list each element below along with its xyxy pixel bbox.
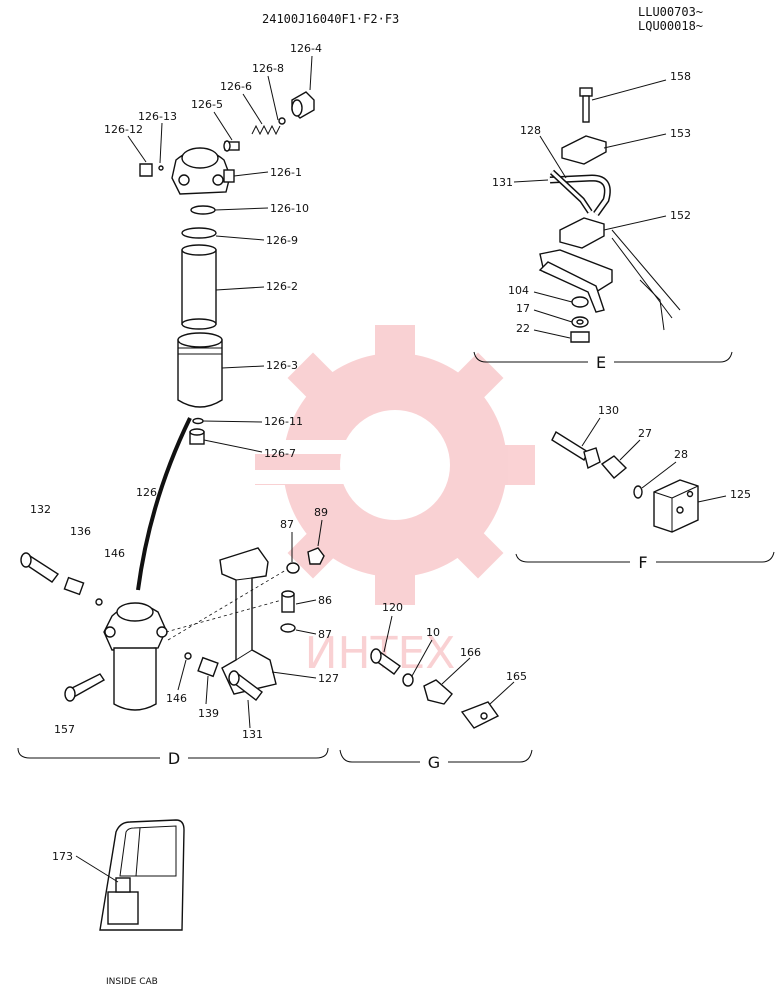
section-g-frame: G xyxy=(339,749,533,772)
section-label-g: G xyxy=(428,753,440,772)
callout-126-8: 126-8 xyxy=(252,62,284,75)
section-g-parts xyxy=(370,648,500,729)
callout-126-10: 126-10 xyxy=(270,202,309,215)
callouts-filter: 126-4 126-8 126-6 126-5 126-13 126-12 12… xyxy=(104,42,322,499)
callout-158: 158 xyxy=(670,70,691,83)
callout-131-d: 131 xyxy=(242,728,263,741)
section-d-parts xyxy=(20,547,325,711)
callouts-e: 158 128 153 131 152 104 17 22 xyxy=(492,70,691,335)
callout-166: 166 xyxy=(460,646,481,659)
leader-lines-g xyxy=(383,615,515,705)
callout-126-2: 126-2 xyxy=(266,280,298,293)
callout-126-11: 126-11 xyxy=(264,415,303,428)
callout-173: 173 xyxy=(52,850,73,863)
section-label-d: D xyxy=(168,749,180,768)
leader-lines-f xyxy=(581,417,727,503)
callout-10: 10 xyxy=(426,626,440,639)
filter-head-assembly xyxy=(139,91,315,445)
section-label-f: F xyxy=(638,553,647,572)
callout-87-upper: 87 xyxy=(280,518,294,531)
callout-17: 17 xyxy=(516,302,530,315)
callout-136: 136 xyxy=(70,525,91,538)
section-f-parts xyxy=(551,430,699,533)
callout-130: 130 xyxy=(598,404,619,417)
callout-86: 86 xyxy=(318,594,332,607)
section-d-frame: D xyxy=(17,747,329,768)
section-f-frame: F xyxy=(515,551,775,572)
inside-cab-view: 173 INSIDE CAB xyxy=(52,819,185,987)
callout-28: 28 xyxy=(674,448,688,461)
callout-128: 128 xyxy=(520,124,541,137)
callouts-d: 132 136 146 157 146 139 131 127 87 89 86… xyxy=(30,503,339,741)
callout-126-6: 126-6 xyxy=(220,80,252,93)
callout-27: 27 xyxy=(638,427,652,440)
leader-lines-filter xyxy=(127,55,313,591)
callout-126-13: 126-13 xyxy=(138,110,177,123)
callout-22: 22 xyxy=(516,322,530,335)
callout-126-4: 126-4 xyxy=(290,42,322,55)
callout-126-12: 126-12 xyxy=(104,123,143,136)
callouts-f: 130 27 28 125 xyxy=(598,404,751,501)
callout-132: 132 xyxy=(30,503,51,516)
callout-126: 126 xyxy=(136,486,157,499)
callout-153: 153 xyxy=(670,127,691,140)
callout-131-e: 131 xyxy=(492,176,513,189)
callout-146-lower: 146 xyxy=(166,692,187,705)
callout-165: 165 xyxy=(506,670,527,683)
callout-125: 125 xyxy=(730,488,751,501)
leader-lines-e xyxy=(513,79,667,339)
watermark-gear-logo xyxy=(250,325,535,605)
callout-127: 127 xyxy=(318,672,339,685)
section-e-frame: E xyxy=(473,351,733,372)
callout-157: 157 xyxy=(54,723,75,736)
callout-126-5: 126-5 xyxy=(191,98,223,111)
callout-139: 139 xyxy=(198,707,219,720)
inside-cab-caption: INSIDE CAB xyxy=(106,977,158,987)
callouts-g: 120 10 166 165 xyxy=(382,601,527,683)
callout-126-7: 126-7 xyxy=(264,447,296,460)
callout-146: 146 xyxy=(104,547,125,560)
callout-120: 120 xyxy=(382,601,403,614)
callout-89: 89 xyxy=(314,506,328,519)
leader-lines-d xyxy=(177,519,323,729)
callout-126-3: 126-3 xyxy=(266,359,298,372)
part-number-title: 24100J16040F1·F2·F3 xyxy=(262,12,399,26)
serial-range-2: LQU00018~ xyxy=(638,19,703,33)
callout-152: 152 xyxy=(670,209,691,222)
callout-104: 104 xyxy=(508,284,529,297)
callout-126-9: 126-9 xyxy=(266,234,298,247)
section-e-parts xyxy=(538,87,681,343)
section-label-e: E xyxy=(596,353,606,372)
callout-126-1: 126-1 xyxy=(270,166,302,179)
callout-87-lower: 87 xyxy=(318,628,332,641)
serial-range-1: LLU00703~ xyxy=(638,5,703,19)
